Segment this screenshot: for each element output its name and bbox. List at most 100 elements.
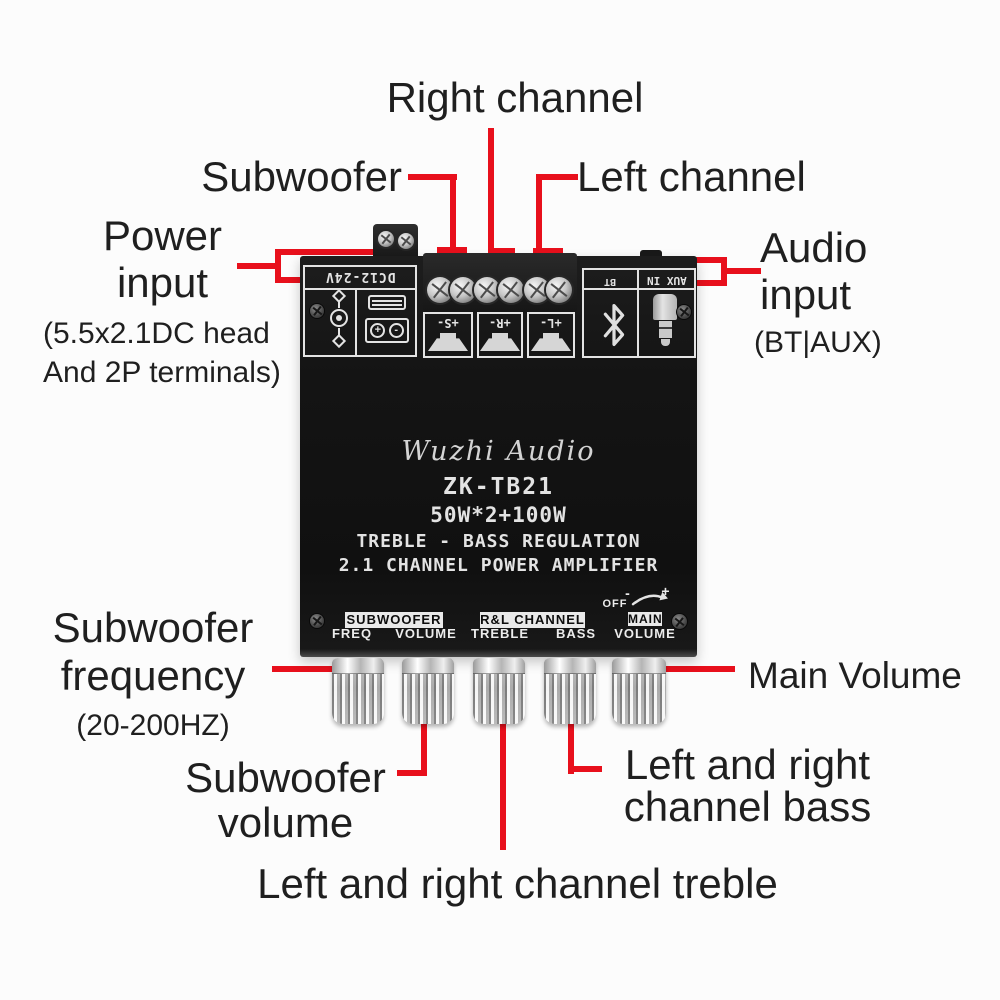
dc-voltage-text: DC12-24V — [324, 269, 396, 284]
label-power-note-line2: And 2P terminals) — [43, 356, 281, 389]
aux-jack-sleeve — [653, 294, 677, 320]
bass-knob-label: BASS — [555, 626, 597, 641]
knob-main-volume — [612, 658, 666, 724]
amplifier-board: DC12-24V + - — [300, 253, 697, 657]
feature-line1: TREBLE - BASS REGULATION — [356, 531, 641, 552]
annotation-line — [643, 666, 735, 672]
aux-jack-icon — [652, 294, 678, 346]
knob-treble — [473, 658, 525, 724]
label-audio-input: Audio input — [760, 224, 920, 318]
dc-jack-cell — [305, 288, 357, 355]
annotation-line — [272, 666, 364, 672]
off-label: OFF — [602, 598, 628, 610]
label-audio-input-line1: Audio — [760, 224, 868, 271]
audio-input-section-box: BT AUX IN — [582, 268, 696, 358]
label-subwoofer-frequency-line1: Subwoofer — [52, 604, 254, 651]
screw-icon — [677, 305, 691, 319]
bluetooth-icon — [603, 304, 625, 347]
main-volume-knob-label: VOLUME — [614, 626, 676, 641]
terminal-2p-icon — [368, 295, 406, 310]
screw-icon — [398, 233, 414, 249]
rl-channel-section-title: R&L CHANNEL — [480, 612, 585, 628]
label-power-note: (5.5x2.1DC head And 2P terminals) — [43, 314, 323, 392]
aux-in-label: AUX IN — [646, 274, 687, 287]
dc-polarity-icon — [331, 333, 347, 349]
annotation-line — [275, 249, 395, 255]
label-power-note-line1: (5.5x2.1DC head — [43, 317, 270, 350]
model-number: ZK-TB21 — [443, 474, 554, 500]
annotation-line — [450, 174, 456, 253]
label-left-channel: Left channel — [577, 153, 806, 200]
bt-label: BT — [604, 276, 617, 287]
aux-jack-tab — [640, 250, 662, 259]
annotation-line — [397, 770, 427, 776]
terminal-screw-icon — [546, 277, 572, 303]
divider — [637, 270, 639, 356]
annotation-line — [437, 247, 467, 253]
label-subwoofer-frequency: Subwoofer frequency — [33, 604, 273, 700]
bt-label-cell: BT — [584, 270, 637, 288]
label-channel-bass-line2: channel bass — [623, 783, 872, 830]
label-power-input-line1: Power — [102, 212, 223, 259]
terminal-screw-icon — [498, 277, 524, 303]
terminal-2p-cell: + - — [355, 288, 415, 355]
dc-polarity-icon — [338, 301, 340, 308]
label-power-input-line2: input — [116, 259, 209, 306]
annotation-line — [488, 128, 494, 254]
dc-polarity-icon — [338, 328, 340, 335]
knob-subwoofer-volume — [402, 658, 454, 724]
volume-minus-label: - — [625, 585, 631, 601]
subwoofer-output-box: +S- — [423, 312, 473, 358]
minus-terminal-icon: - — [388, 323, 404, 338]
annotation-line — [721, 268, 761, 274]
treble-knob-label: TREBLE — [471, 626, 529, 641]
board-silkscreen-text: Wuzhi Audio ZK-TB21 50W*2+100W TREBLE - … — [300, 436, 697, 576]
terminal-2p-icon-line — [372, 304, 402, 306]
label-power-input: Power input — [80, 212, 245, 306]
annotation-line — [408, 174, 457, 180]
label-subwoofer-volume: Subwoofer volume — [168, 755, 403, 845]
terminal-screw-icon — [474, 277, 500, 303]
speaker-icon — [480, 333, 520, 351]
right-output-label: +R- — [489, 316, 511, 330]
plus-terminal-icon: + — [370, 323, 386, 338]
speaker-terminal-strip — [423, 253, 577, 313]
speaker-icon — [428, 333, 468, 351]
left-output-box: +L- — [527, 312, 575, 358]
power-rating: 50W*2+100W — [430, 503, 567, 527]
feature-line2: 2.1 CHANNEL POWER AMPLIFIER — [338, 555, 659, 576]
label-subwoofer-volume-line1: Subwoofer — [185, 754, 386, 801]
label-channel-bass: Left and right channel bass — [605, 744, 890, 828]
freq-knob-label: FREQ — [331, 626, 373, 641]
annotation-line — [237, 263, 279, 269]
label-channel-treble: Left and right channel treble — [257, 860, 778, 907]
annotation-line — [533, 248, 563, 254]
brand-name: Wuzhi Audio — [401, 436, 596, 467]
terminal-screw-icon — [427, 277, 453, 303]
knob-subwoofer-freq — [332, 658, 384, 724]
speaker-icon — [531, 333, 571, 351]
label-subwoofer-output: Subwoofer — [201, 153, 402, 200]
sub-volume-knob-label: VOLUME — [395, 626, 457, 641]
annotation-line — [536, 174, 542, 254]
subwoofer-section-title: SUBWOOFER — [345, 612, 443, 628]
label-channel-bass-line1: Left and right — [624, 741, 871, 788]
divider — [584, 288, 694, 290]
label-right-channel: Right channel — [386, 74, 644, 121]
annotation-line — [500, 670, 506, 850]
dc-voltage-label: DC12-24V — [305, 267, 415, 290]
left-output-label: +L- — [540, 316, 562, 330]
aux-jack-tip — [660, 339, 670, 346]
aux-label-cell: AUX IN — [639, 270, 694, 288]
annotation-line — [488, 248, 515, 254]
label-frequency-range: (20-200HZ) — [76, 709, 230, 742]
terminal-screw-icon — [450, 277, 476, 303]
annotation-line — [536, 174, 578, 180]
annotation-line — [568, 766, 602, 772]
volume-plus-label: + — [661, 583, 671, 599]
label-subwoofer-volume-line2: volume — [217, 799, 354, 846]
screw-icon — [378, 231, 394, 247]
subwoofer-output-label: +S- — [437, 316, 459, 330]
annotation-line — [275, 249, 281, 283]
